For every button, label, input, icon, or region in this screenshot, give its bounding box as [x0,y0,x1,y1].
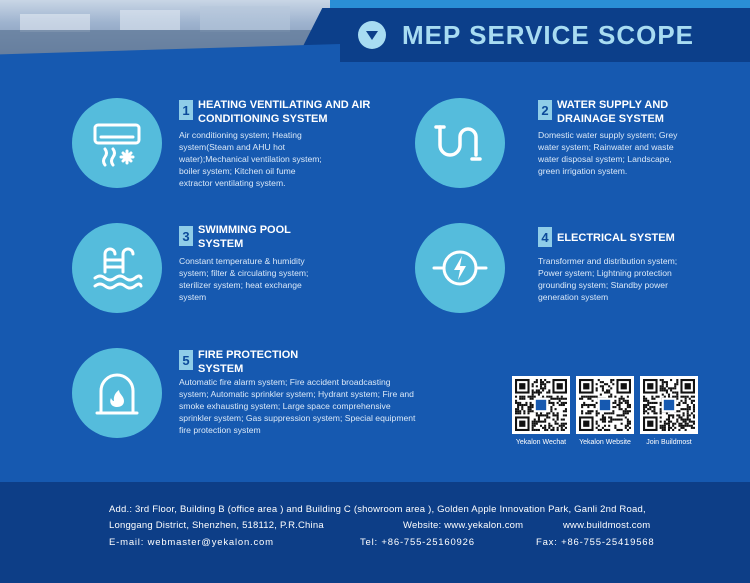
service-number: 3 [179,226,193,246]
qr-label: Yekalon Wechat [515,439,567,446]
service-number: 4 [538,227,552,247]
page-title: MEP SERVICE SCOPE [402,19,695,50]
air-conditioner-icon [72,98,162,188]
fireplace-icon [72,348,162,438]
qr-code-website[interactable] [576,376,634,434]
qr-label: Join Buildmost [646,439,692,446]
footer-website2-link[interactable]: www.buildmost.com [563,520,651,531]
footer-email[interactable]: E-mail: webmaster@yekalon.com [109,537,274,548]
service-number: 5 [179,350,193,370]
service-number: 1 [179,100,193,120]
qr-code-wechat[interactable] [512,376,570,434]
qr-code-icon [579,379,631,431]
qr-label: Yekalon Website [579,439,631,446]
qr-code-icon [643,379,695,431]
page-header: MEP SERVICE SCOPE [358,18,694,52]
swimming-pool-icon [72,223,162,313]
footer-address-line2: Longgang District, Shenzhen, 518112, P.R… [109,520,324,531]
service-title: ELECTRICAL SYSTEM [557,232,675,244]
service-description: Automatic fire alarm system; Fire accide… [179,377,416,435]
footer-fax: Fax: +86-755-25419568 [536,537,655,548]
qr-code-icon [515,379,567,431]
footer-tel: Tel: +86-755-25160926 [360,537,475,548]
lightning-icon [415,223,505,313]
qr-code-buildmost[interactable] [640,376,698,434]
footer-website-link[interactable]: Website: www.yekalon.com [403,520,524,531]
footer-address-line1: Add.: 3rd Floor, Building B (office area… [109,504,646,515]
pipe-icon [415,98,505,188]
footer: Add.: 3rd Floor, Building B (office area… [0,482,750,583]
chevron-down-circle-icon [358,21,386,49]
service-number: 2 [538,100,552,120]
service-description: Transformer and distribution system;Powe… [538,256,678,302]
